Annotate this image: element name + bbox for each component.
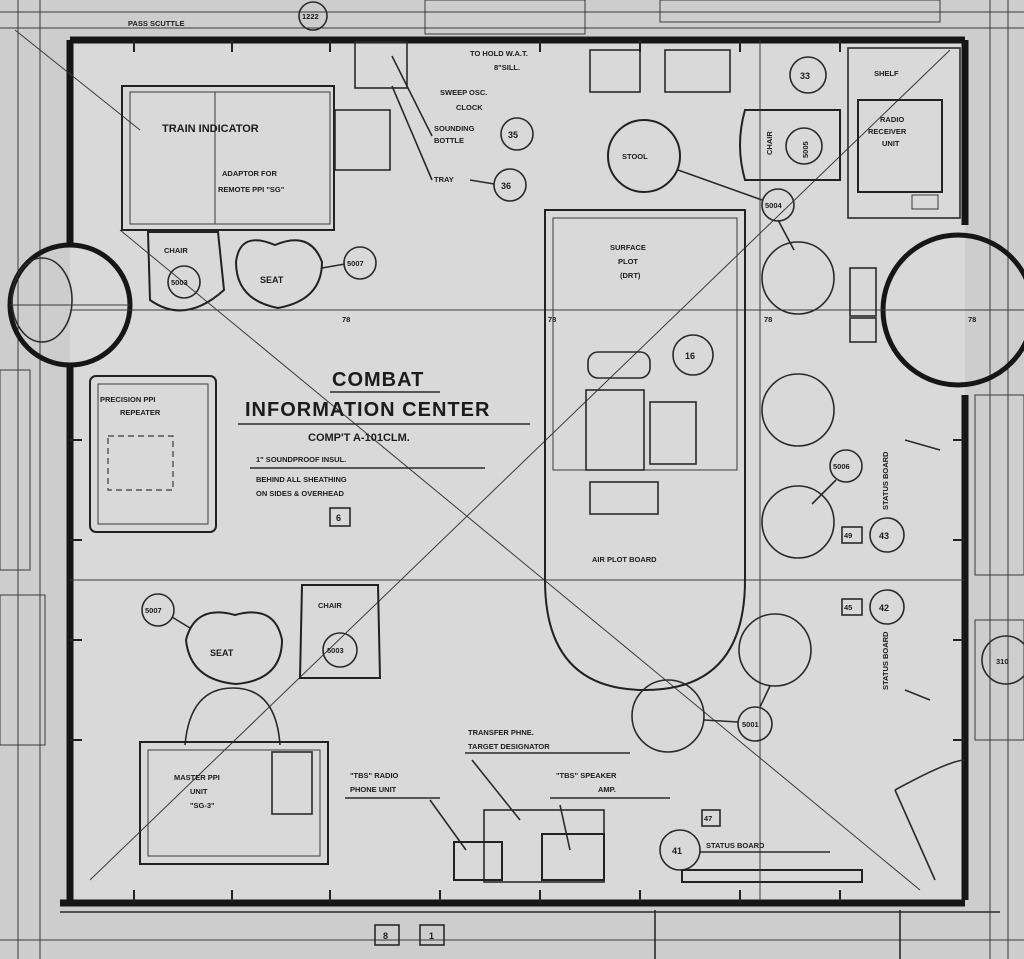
- room-title-1: COMBAT: [332, 369, 424, 391]
- status-board-bottom: 41 47 STATUS BOARD: [659, 809, 863, 883]
- seat-lower-label: SEAT: [210, 648, 234, 658]
- square-callout-1: 1: [429, 931, 434, 941]
- room-title-block: COMBAT INFORMATION CENTER COMP'T A-101CL…: [238, 369, 530, 527]
- clock-label: CLOCK: [456, 103, 483, 112]
- shelf-label: SHELF: [874, 69, 899, 78]
- callout-5001: 5001: [742, 720, 759, 729]
- callout-16: 16: [685, 351, 695, 361]
- callout-5006: 5006: [833, 462, 850, 471]
- top-note-1: TO HOLD W.A.T.: [470, 49, 528, 58]
- callout-5007-lower: 5007: [145, 606, 162, 615]
- stool-label: STOOL: [622, 152, 648, 161]
- seat-upper-label: SEAT: [260, 275, 284, 285]
- square-callout-47: 47: [704, 814, 712, 823]
- square-callout-45: 45: [844, 603, 852, 612]
- top-middle-annotations: TO HOLD W.A.T. 8"SILL. SWEEP OSC. CLOCK …: [354, 41, 731, 202]
- callout-41: 41: [672, 846, 682, 856]
- radio-receiver-3: UNIT: [882, 139, 900, 148]
- callout-42: 42: [879, 603, 889, 613]
- chair-lower-label: CHAIR: [318, 601, 342, 610]
- sounding-bottle-1: SOUNDING: [434, 124, 475, 133]
- adaptor-label-1: ADAPTOR FOR: [222, 169, 277, 178]
- chair-lower: CHAIR 5003: [298, 584, 382, 679]
- chair-upper-left-label: CHAIR: [164, 246, 188, 255]
- callout-5003-lower: 5003: [327, 646, 344, 655]
- status-board-vertical-lower: STATUS BOARD: [881, 631, 890, 690]
- tbs-speaker-1: "TBS" SPEAKER: [556, 771, 617, 780]
- surface-plot-1: SURFACE: [610, 243, 646, 252]
- master-ppi-unit: MASTER PPI UNIT "SG-3": [139, 687, 329, 865]
- status-board-label: STATUS BOARD: [706, 841, 765, 850]
- transfer-label-2: TARGET DESIGNATOR: [468, 742, 550, 751]
- tbs-radio-2: PHONE UNIT: [350, 785, 397, 794]
- sounding-bottle-2: BOTTLE: [434, 136, 464, 145]
- tbs-speaker-2: AMP.: [598, 785, 616, 794]
- top-label: PASS SCUTTLE: [128, 19, 185, 28]
- radio-receiver-1: RADIO: [880, 115, 904, 124]
- tray-label: TRAY: [434, 175, 454, 184]
- room-note-3: ON SIDES & OVERHEAD: [256, 489, 345, 498]
- status-board-right: STATUS BOARD STATUS BOARD 43 49 42 45 31…: [841, 439, 1024, 881]
- stool: STOOL 5004: [607, 119, 795, 222]
- callout-5003-upper: 5003: [171, 278, 188, 287]
- chair-upper-right: CHAIR 5005 33: [739, 56, 841, 181]
- precision-repeater-2: REPEATER: [120, 408, 161, 417]
- tbs-radio-1: "TBS" RADIO: [350, 771, 399, 780]
- room-note-2: BEHIND ALL SHEATHING: [256, 475, 347, 484]
- square-callout-8: 8: [383, 931, 388, 941]
- callout-36: 36: [501, 181, 511, 191]
- room-floor: [70, 40, 965, 900]
- tbs-equipment: TRANSFER PHNE. TARGET DESIGNATOR "TBS" R…: [345, 728, 670, 883]
- seat-upper: SEAT 5007: [234, 239, 377, 310]
- radio-receiver: SHELF RADIO RECEIVER UNIT: [847, 47, 961, 219]
- master-ppi-2: UNIT: [190, 787, 208, 796]
- chair-upper-left: CHAIR 5003: [146, 231, 226, 312]
- stanchion-left: [7, 242, 133, 368]
- callout-5004: 5004: [765, 201, 783, 210]
- status-board-vertical-upper: STATUS BOARD: [881, 451, 890, 510]
- transfer-label-1: TRANSFER PHNE.: [468, 728, 534, 737]
- precision-ppi-repeater: PRECISION PPI REPEATER: [89, 375, 217, 533]
- room-title-2: INFORMATION CENTER: [245, 399, 490, 421]
- seat-lower: SEAT 5007: [141, 593, 284, 686]
- square-callout-49: 49: [844, 531, 852, 540]
- callout-5007-upper: 5007: [347, 259, 364, 268]
- room-note-1: 1" SOUNDPROOF INSUL.: [256, 455, 346, 464]
- square-callout-6: 6: [336, 513, 341, 523]
- dim-78-a: 78: [342, 315, 350, 324]
- callout-35: 35: [508, 130, 518, 140]
- sweep-osc-label: SWEEP OSC.: [440, 88, 487, 97]
- callout-33: 33: [800, 71, 810, 81]
- bottom-callouts: 8 1: [374, 924, 445, 946]
- callout-310: 310: [996, 657, 1009, 666]
- callout-1222: 1222: [302, 12, 319, 21]
- master-ppi-3: "SG-3": [190, 801, 215, 810]
- dim-78-d: 78: [968, 315, 976, 324]
- dim-78-b: 78: [548, 315, 556, 324]
- top-note-2: 8"SILL.: [494, 63, 520, 72]
- radio-receiver-2: RECEIVER: [868, 127, 907, 136]
- master-ppi-1: MASTER PPI: [174, 773, 220, 782]
- dimension-marks: 78 78 78 78: [342, 315, 976, 324]
- room-walls: [60, 36, 1000, 913]
- callout-5005: 5005: [801, 141, 810, 158]
- surface-plot-3: (DRT): [620, 271, 641, 280]
- train-indicator: TRAIN INDICATOR ADAPTOR FOR REMOTE PPI "…: [121, 85, 391, 231]
- adaptor-label-2: REMOTE PPI "SG": [218, 185, 285, 194]
- callout-43: 43: [879, 531, 889, 541]
- right-stools: 5006 5001: [631, 219, 877, 753]
- wall-ticks: [70, 40, 965, 903]
- air-plot-board-label: AIR PLOT BOARD: [592, 555, 657, 564]
- surface-plot-2: PLOT: [618, 257, 638, 266]
- plot-table: SURFACE PLOT (DRT) 16 AIR PLOT BOARD: [544, 209, 746, 692]
- room-compartment: COMP'T A-101CLM.: [308, 432, 410, 444]
- callout-1222-circle: [298, 1, 328, 31]
- train-indicator-label: TRAIN INDICATOR: [162, 123, 259, 135]
- precision-repeater-1: PRECISION PPI: [100, 395, 155, 404]
- dim-78-c: 78: [764, 315, 772, 324]
- chair-upper-right-label: CHAIR: [765, 131, 774, 155]
